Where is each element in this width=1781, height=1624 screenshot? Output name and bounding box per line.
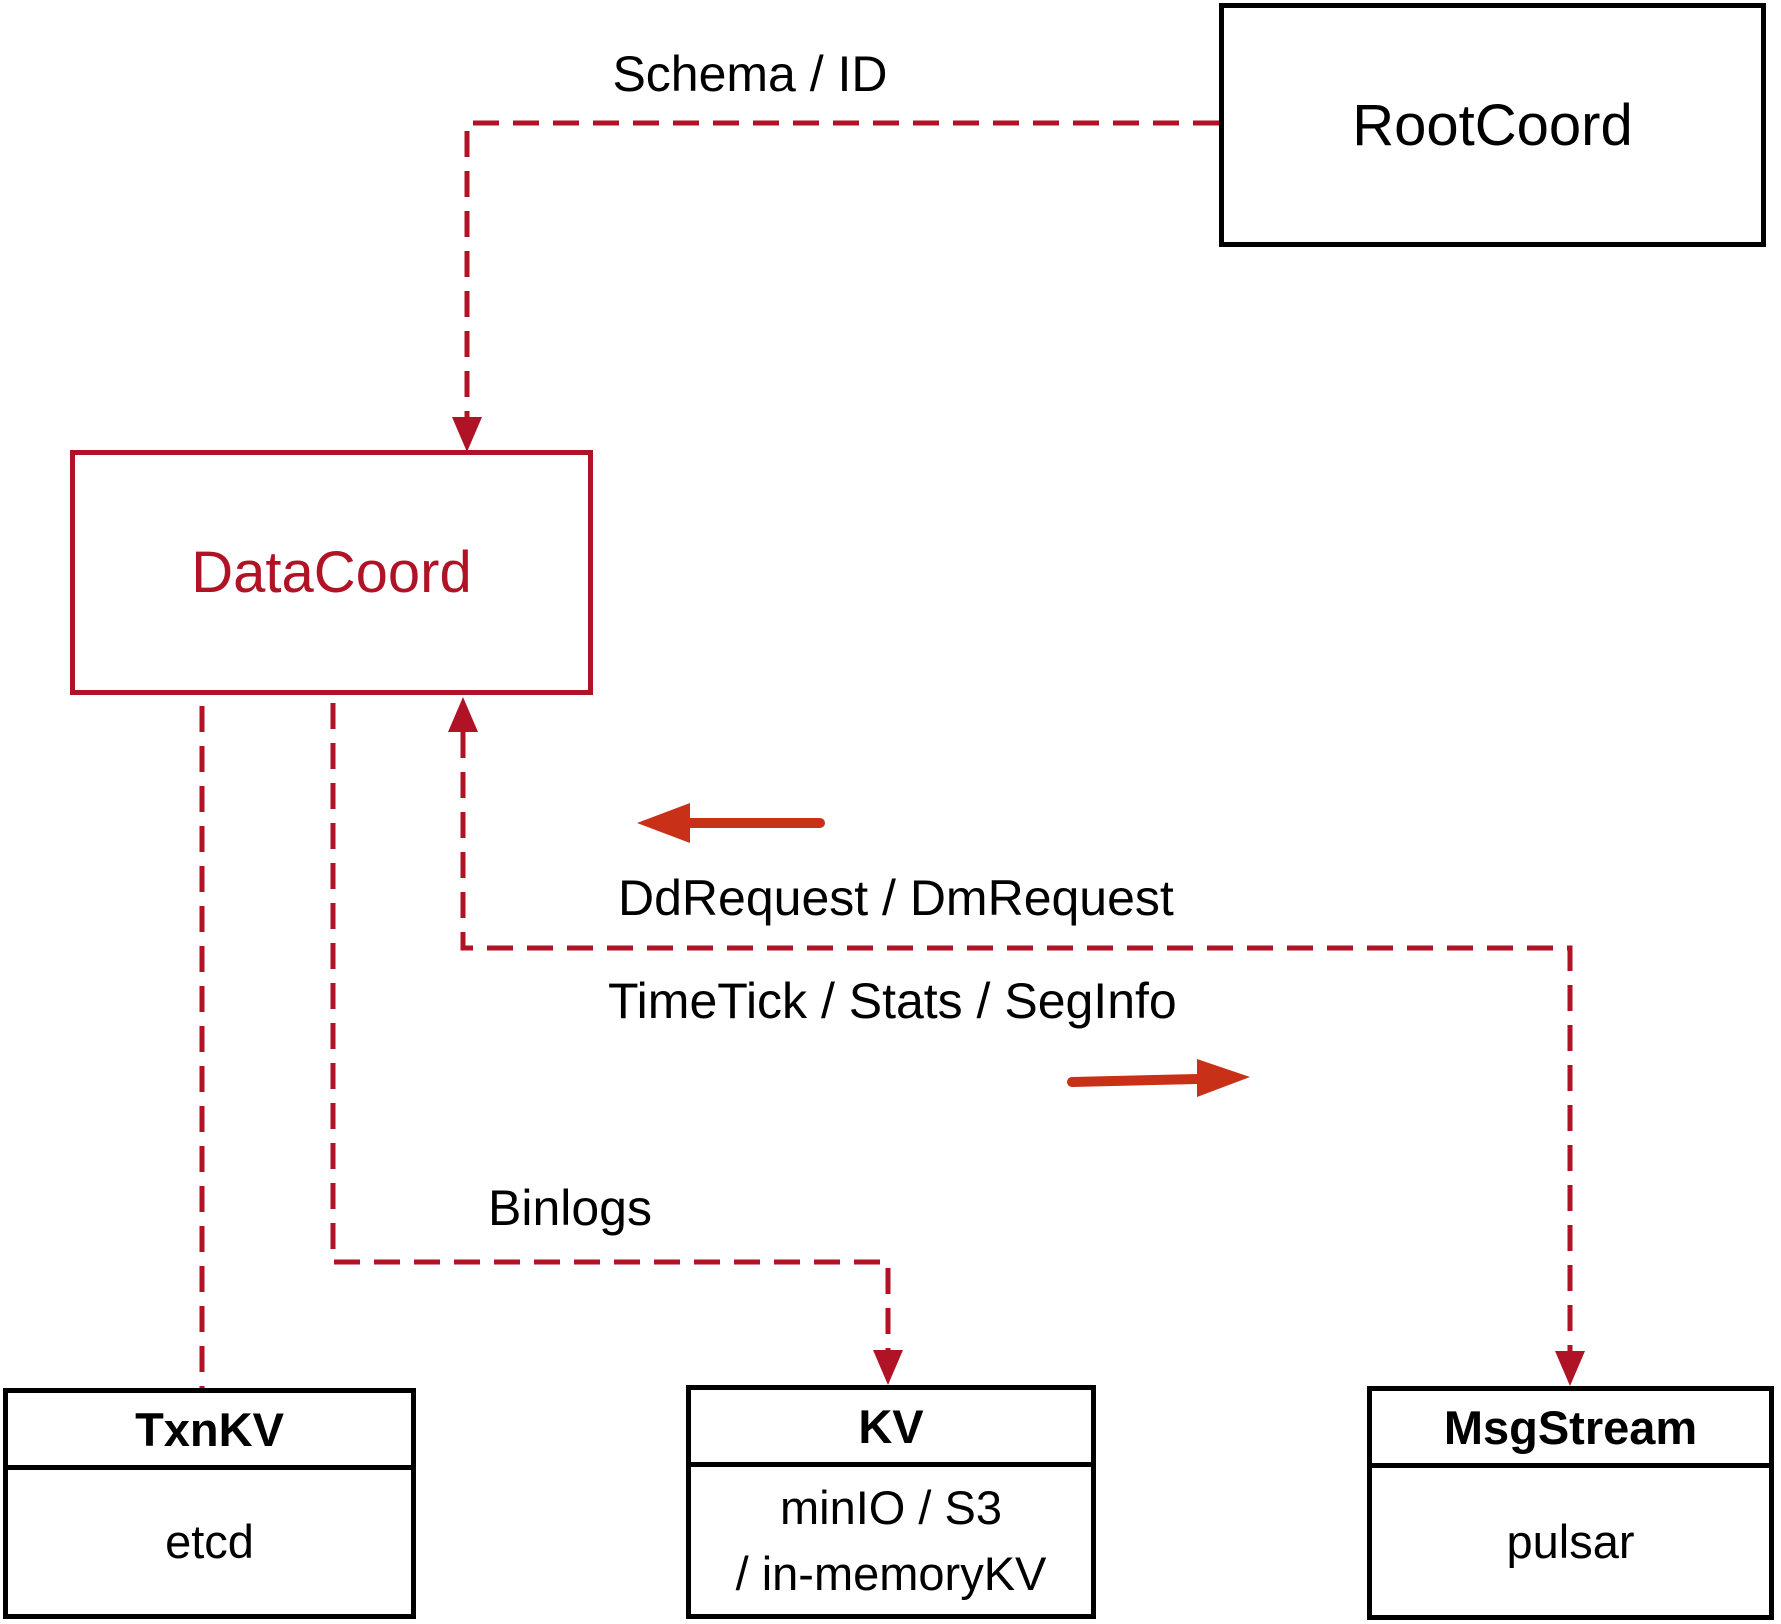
label-binlogs: Binlogs [488,1180,652,1236]
edge-schema-id-line [464,120,1219,418]
rootcoord-label: RootCoord [1352,92,1633,158]
datacoord-label: DataCoord [191,540,472,605]
node-msgstream: MsgStream pulsar [1367,1386,1774,1620]
kv-body-line1: minIO / S3 [779,1480,1002,1534]
left-direction-arrow-icon [637,803,825,843]
label-schema-id: Schema / ID [612,46,888,102]
node-rootcoord: RootCoord [1219,3,1766,247]
arrowhead-into-datacoord-top-icon [452,417,482,452]
label-timetick-stats-seginfo: TimeTick / Stats / SegInfo [608,973,1177,1029]
kv-body-line2: / in-memoryKV [735,1546,1047,1600]
msgstream-body: pulsar [1506,1514,1635,1568]
arrowhead-into-datacoord-bottom-icon [448,697,478,732]
msgstream-header: MsgStream [1372,1391,1769,1468]
label-ddrequest-dmrequest: DdRequest / DmRequest [618,870,1174,926]
right-direction-arrow-icon [1067,1059,1250,1097]
node-txnkv: TxnKV etcd [3,1388,416,1619]
node-datacoord: DataCoord [70,450,593,695]
kv-header: KV [691,1390,1091,1467]
txnkv-header: TxnKV [8,1393,411,1470]
node-kv: KV minIO / S3 / in-memoryKV [686,1385,1096,1619]
txnkv-body: etcd [165,1515,254,1569]
edge-requests-line [460,732,1573,1351]
arrowhead-into-msgstream-top-icon [1555,1351,1585,1386]
arrowhead-into-kv-top-icon [873,1350,903,1385]
